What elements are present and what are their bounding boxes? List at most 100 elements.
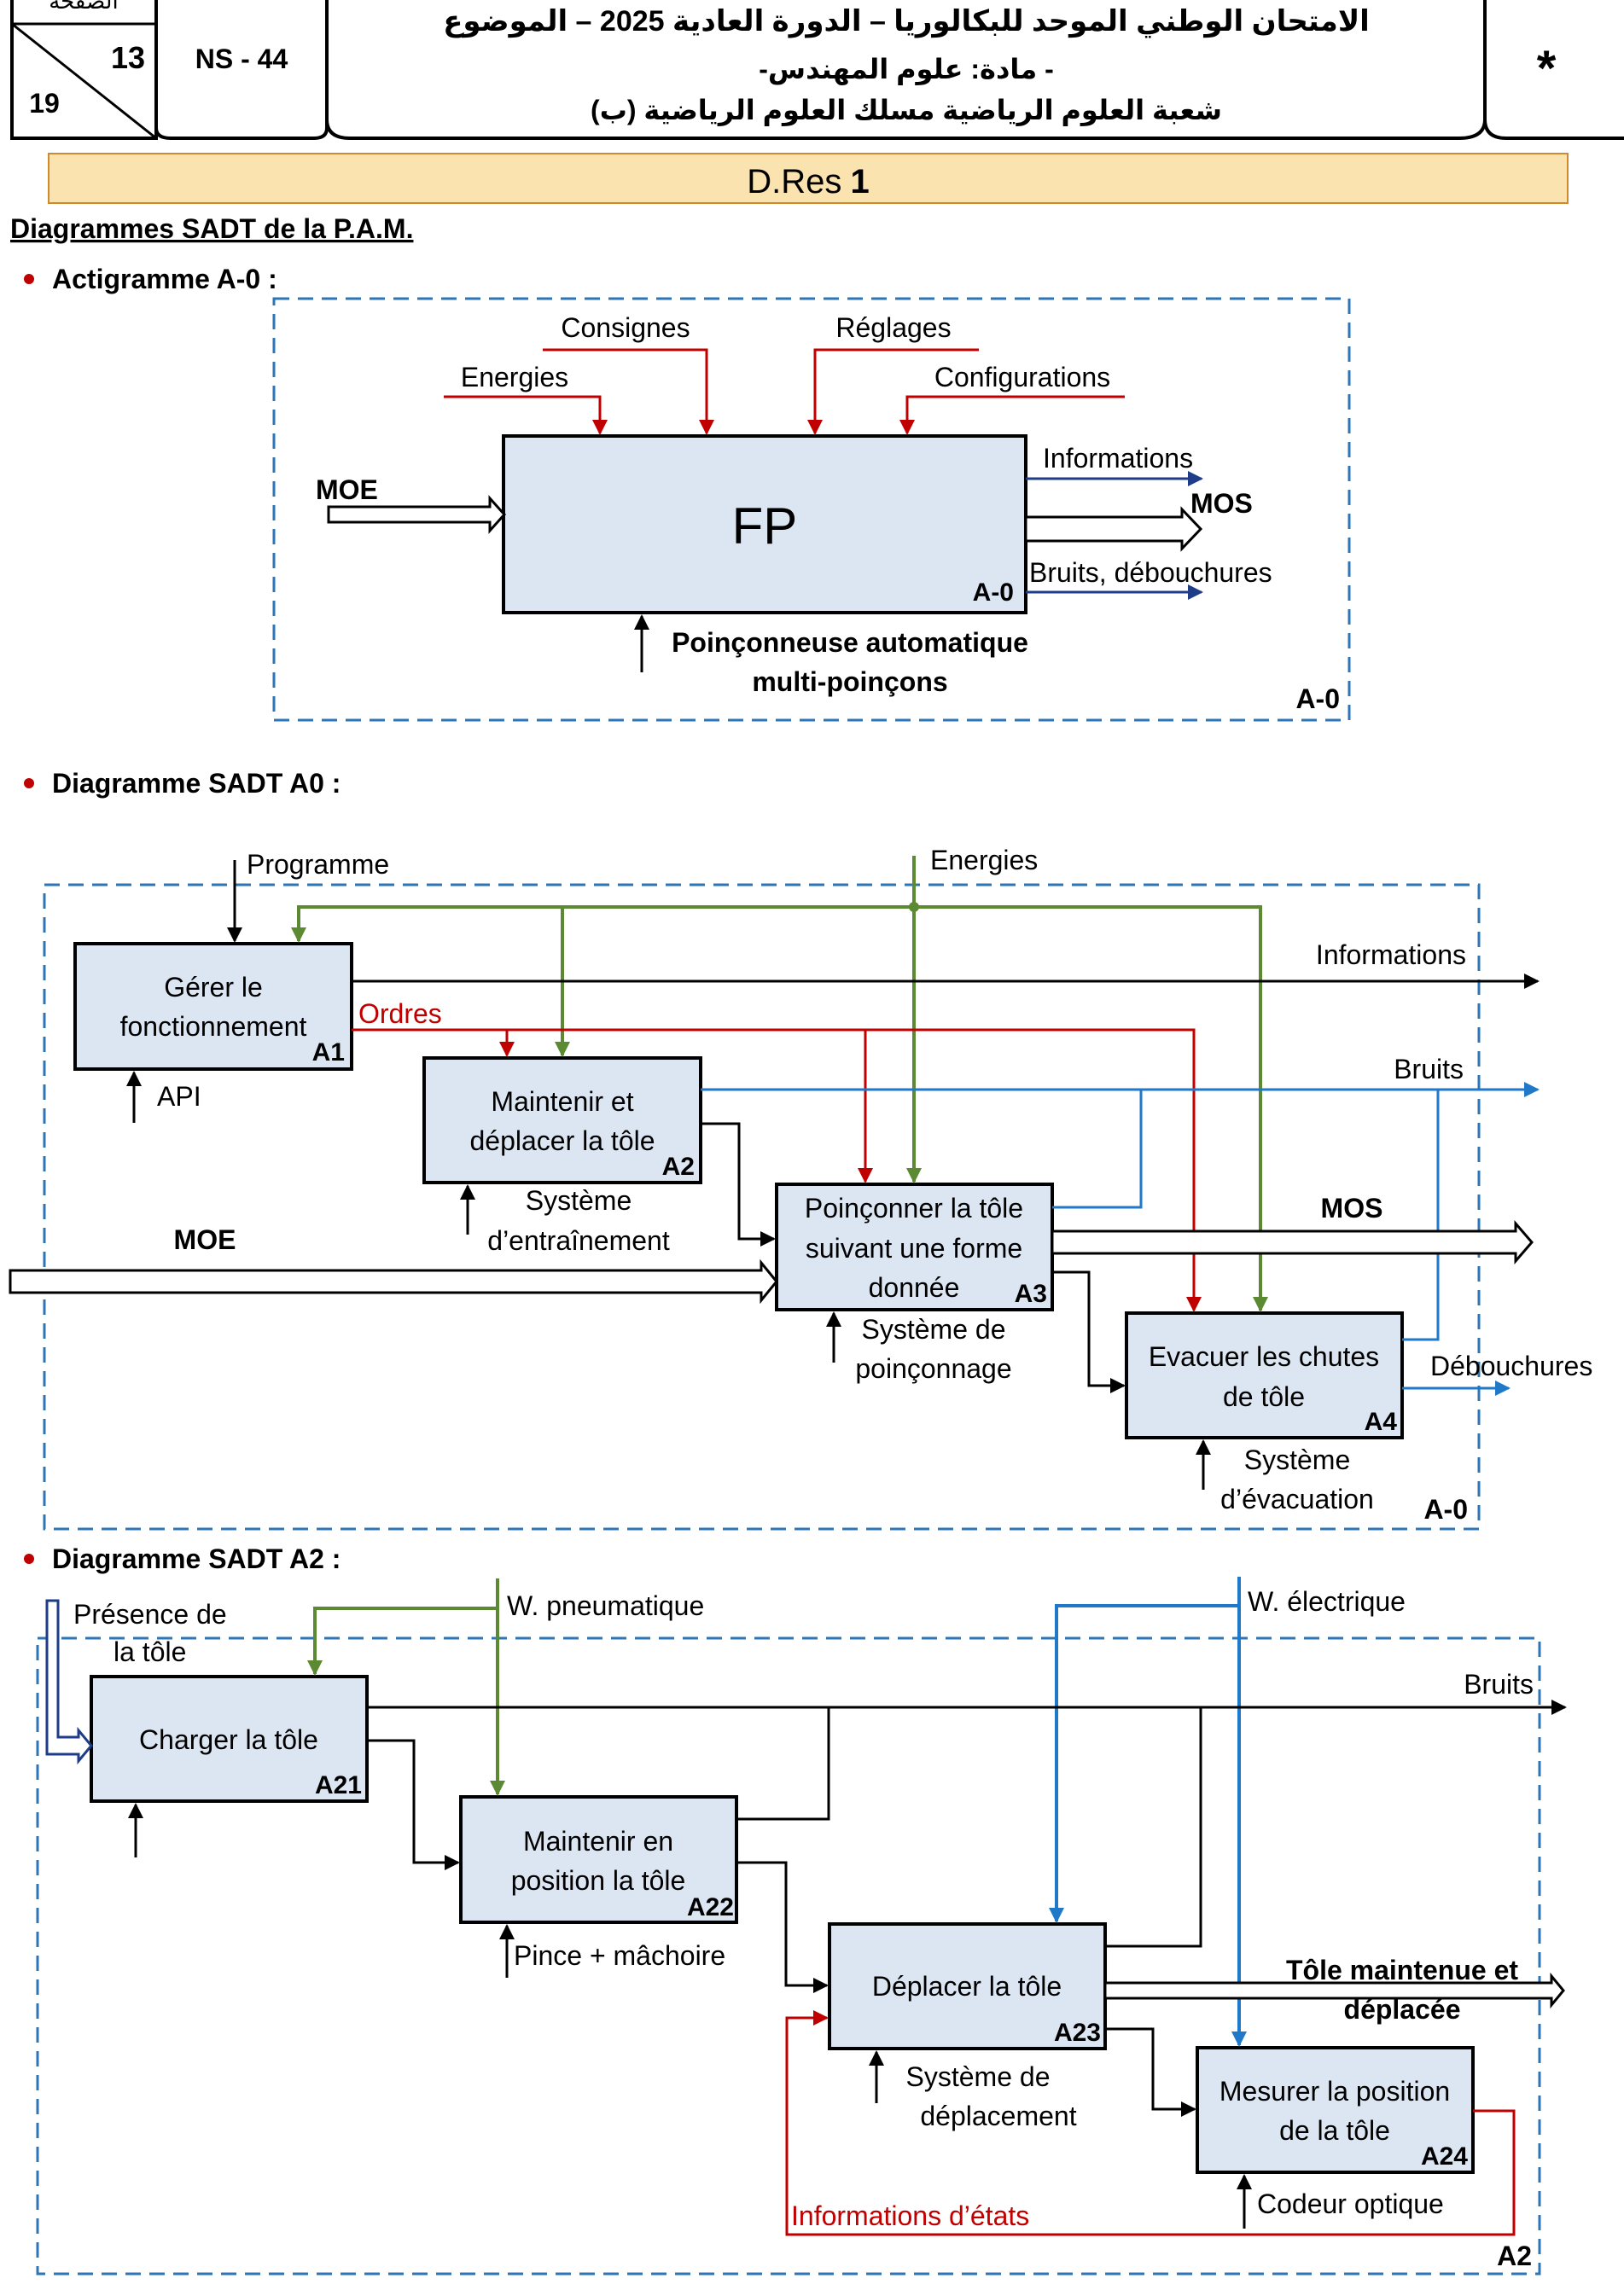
moe-label: MOE [316, 474, 378, 505]
banner-label: D.Res [747, 163, 841, 201]
support-a4-line1: Système [1244, 1444, 1350, 1475]
page-current: 13 [111, 40, 145, 75]
energies-to-a1 [291, 905, 1260, 943]
support-line2: multi-poinçons [752, 666, 947, 697]
informations-label: Informations [1316, 939, 1466, 970]
page-total: 19 [29, 88, 60, 119]
box-a24-line2: de la tôle [1279, 2115, 1390, 2146]
ordres-label: Ordres [358, 998, 442, 1029]
presence-line2: la tôle [114, 1636, 186, 1667]
box-a21-tag: A21 [315, 1771, 362, 1799]
page-number-diagonal [11, 22, 157, 140]
diagram-a0: Diagramme SADT A0 : A-0 Gérer le fonctio… [9, 768, 1592, 1531]
box-a22 [459, 1795, 738, 1924]
a0-frame [43, 883, 1481, 1531]
box-a2-line2: déplacer la tôle [469, 1125, 655, 1156]
moe-arrow [327, 495, 507, 534]
mos-arrow [1024, 506, 1203, 552]
box-a3-tag: A3 [1015, 1280, 1047, 1308]
box-a4 [1125, 1311, 1404, 1439]
support-a22: Pince + mâchoire [514, 1940, 725, 1971]
output-bruits-debouchures: Bruits, débouchures [1029, 557, 1272, 588]
star-mark: * [1537, 41, 1557, 96]
box-a23-tag: A23 [1054, 2019, 1101, 2047]
mos-arrow [1051, 1219, 1534, 1265]
section-title: Diagrammes SADT de la P.A.M. [10, 213, 413, 244]
w-pneu-to-a21 [307, 1607, 498, 1676]
control-configurations: Configurations [934, 362, 1110, 392]
box-a1-line1: Gérer le [164, 972, 263, 1003]
box-a4-line2: de tôle [1223, 1381, 1305, 1412]
box-a24 [1196, 2046, 1475, 2174]
control-reglages-arrow [807, 348, 979, 435]
bullet-dot [24, 778, 34, 788]
box-a23 [828, 1922, 1107, 2050]
support-a3-line1: Système de [862, 1314, 1006, 1345]
support-api: API [157, 1081, 201, 1112]
fp-box [502, 434, 1027, 614]
diagram-a2: Diagramme SADT A2 : A2 Charger la tôle A… [24, 1543, 1567, 2276]
box-a24-tag: A24 [1421, 2142, 1468, 2171]
box-a2-tag: A2 [662, 1153, 695, 1181]
banner [48, 153, 1569, 204]
exam-title-line1: الامتحان الوطني الموحد للبكالوريا – الدو… [443, 5, 1370, 38]
box-a1-line2: fonctionnement [120, 1011, 307, 1042]
moe-label: MOE [174, 1224, 236, 1255]
a2-frame [36, 1636, 1541, 2276]
bruits-from-a22 [736, 1707, 830, 1821]
a0-minus-frame [272, 297, 1351, 722]
box-a23-line1: Déplacer la tôle [872, 1971, 1062, 2002]
bruits-from-a23 [1105, 1707, 1202, 1948]
banner-number: 1 [850, 163, 869, 201]
bullet-dot [24, 274, 34, 284]
exam-code-cell [154, 0, 329, 140]
fp-label: FP [732, 497, 798, 555]
output-line2: déplacée [1344, 1994, 1461, 2025]
support-a23-line1: Système de [906, 2061, 1051, 2092]
a3-to-a4-arrow [1052, 1270, 1126, 1393]
actigramme-a0-minus: Actigramme A-0 : A-0 Energies Consignes … [24, 264, 1351, 722]
moe-arrow [9, 1258, 778, 1305]
support-line1: Poinçonneuse automatique [672, 627, 1028, 658]
control-consignes: Consignes [561, 312, 690, 343]
box-a22-line2: position la tôle [511, 1865, 686, 1896]
a0-heading: Diagramme SADT A0 : [52, 768, 341, 799]
presence-tole-arrow [45, 1599, 93, 1765]
programme-label: Programme [247, 849, 389, 880]
box-a4-tag: A4 [1365, 1408, 1398, 1436]
a23-to-a24-arrow [1105, 2027, 1196, 2117]
energies-junction [909, 902, 919, 912]
output-tole-arrow [1103, 1972, 1565, 2009]
bullet-dot [24, 1554, 34, 1564]
star-cell [1483, 0, 1624, 140]
support-a2-line1: Système [526, 1185, 632, 1216]
box-a3-line1: Poinçonner la tôle [805, 1193, 1023, 1224]
box-a21 [90, 1675, 369, 1803]
box-a3-line2: suivant une forme [806, 1233, 1022, 1264]
debouchures-label: Débouchures [1430, 1351, 1592, 1381]
box-a22-tag: A22 [687, 1893, 734, 1921]
a2-to-a3-arrow [701, 1122, 776, 1247]
support-a2-line2: d’entraînement [487, 1225, 670, 1256]
a21-to-a22-arrow [367, 1739, 460, 1870]
control-reglages: Réglages [835, 312, 951, 343]
bruits-from-a4 [1402, 1090, 1440, 1341]
box-a24-line1: Mesurer la position [1219, 2076, 1450, 2107]
support-a23-line2: déplacement [920, 2101, 1076, 2131]
a2-heading: Diagramme SADT A2 : [52, 1543, 341, 1574]
header: الصفحة 13 19 NS - 44 الامتحان الوطني الم… [10, 0, 1624, 140]
actigramme-heading: Actigramme A-0 : [52, 264, 277, 294]
ordres-to-a4 [352, 1028, 1202, 1312]
presence-line1: Présence de [73, 1599, 227, 1630]
output-mos: MOS [1190, 488, 1253, 519]
exam-title-line2: - مادة: علوم المهندس- [759, 54, 1053, 85]
control-configurations-arrow [899, 395, 1125, 435]
control-energies: Energies [461, 362, 568, 392]
control-energies-arrow [444, 395, 608, 435]
exam-title-cell [325, 0, 1487, 140]
output-line1: Tôle maintenue et [1286, 1955, 1518, 1985]
box-a3-line3: donnée [869, 1272, 960, 1303]
feedback-label: Informations d’états [791, 2200, 1029, 2231]
bruits-label: Bruits [1394, 1054, 1464, 1084]
support-a24: Codeur optique [1257, 2188, 1444, 2219]
